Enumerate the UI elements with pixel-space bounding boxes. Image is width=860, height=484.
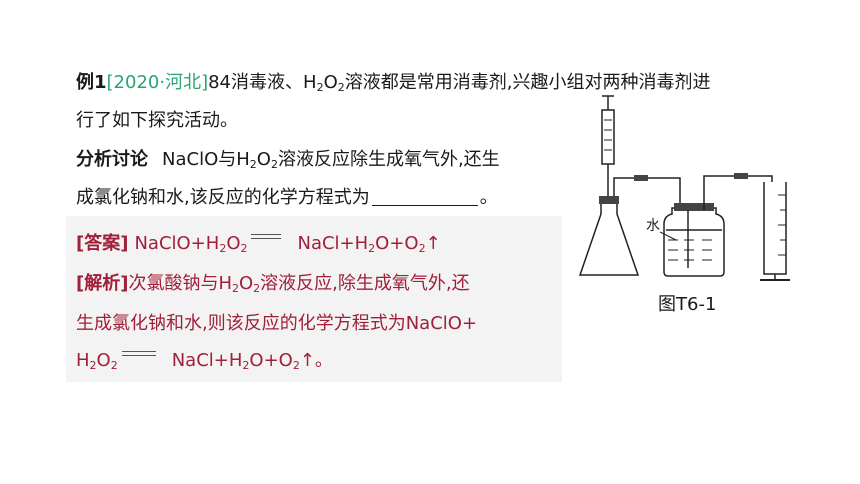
answer-label: [答案]	[76, 233, 129, 254]
analysis-heading: 分析讨论	[76, 149, 148, 170]
answer-blank	[371, 185, 478, 206]
figure-caption: 图T6-1	[658, 294, 717, 315]
explanation-line-1: [解析]次氯酸钠与H2O2溶液反应,除生成氧气外,还	[76, 273, 470, 295]
water-bottle	[663, 207, 725, 277]
apparatus-figure: 水	[578, 95, 790, 281]
syringe-body	[601, 109, 615, 165]
explanation-label: [解析]	[76, 273, 129, 294]
equals-sign	[251, 234, 282, 239]
question-line-2: 行了如下探究活动。	[76, 110, 238, 131]
example-label: 例1	[76, 72, 107, 93]
question-line-4: 成氯化钠和水,该反应的化学方程式为。	[76, 185, 498, 208]
source-tag: [2020·河北]	[106, 72, 209, 93]
answer-box	[66, 216, 562, 382]
conical-flask	[578, 202, 640, 276]
water-label: 水	[646, 218, 660, 234]
measuring-cylinder	[763, 182, 787, 275]
explanation-line-2: 生成氯化钠和水,则该反应的化学方程式为NaClO+	[76, 313, 478, 334]
question-line-1: 例1[2020·河北]84消毒液、H2O2溶液都是常用消毒剂,兴趣小组对两种消毒…	[76, 72, 711, 94]
equals-sign	[121, 351, 156, 356]
